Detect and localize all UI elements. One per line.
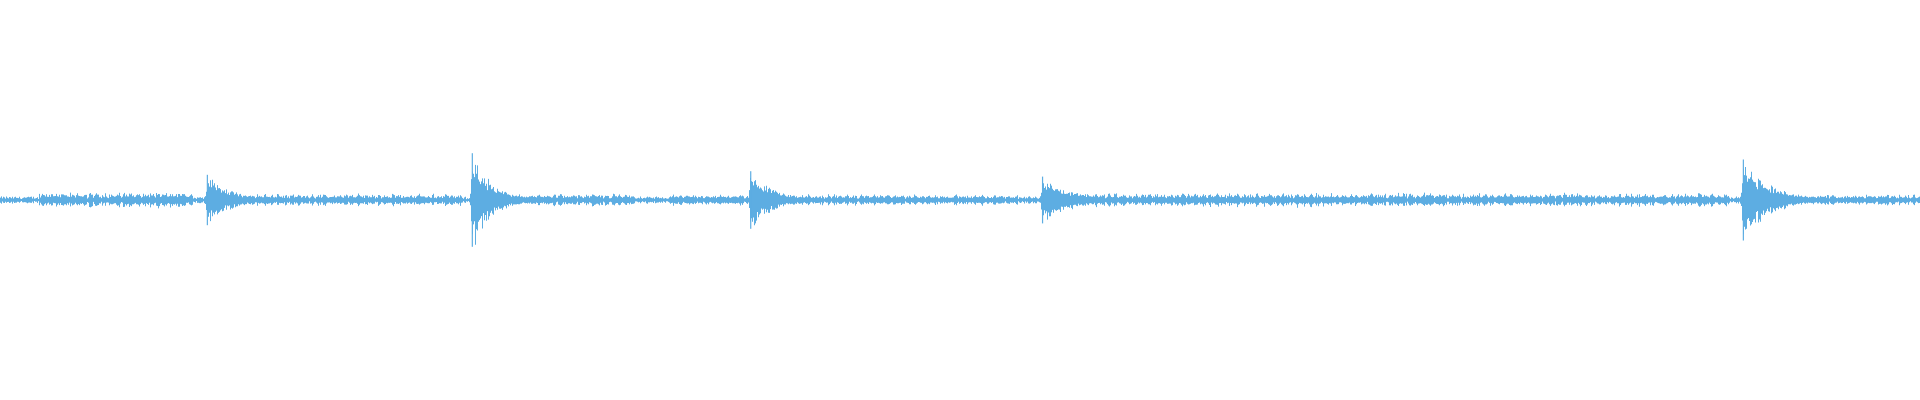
waveform-amplitude	[0, 153, 1920, 247]
waveform-path	[0, 164, 1920, 245]
